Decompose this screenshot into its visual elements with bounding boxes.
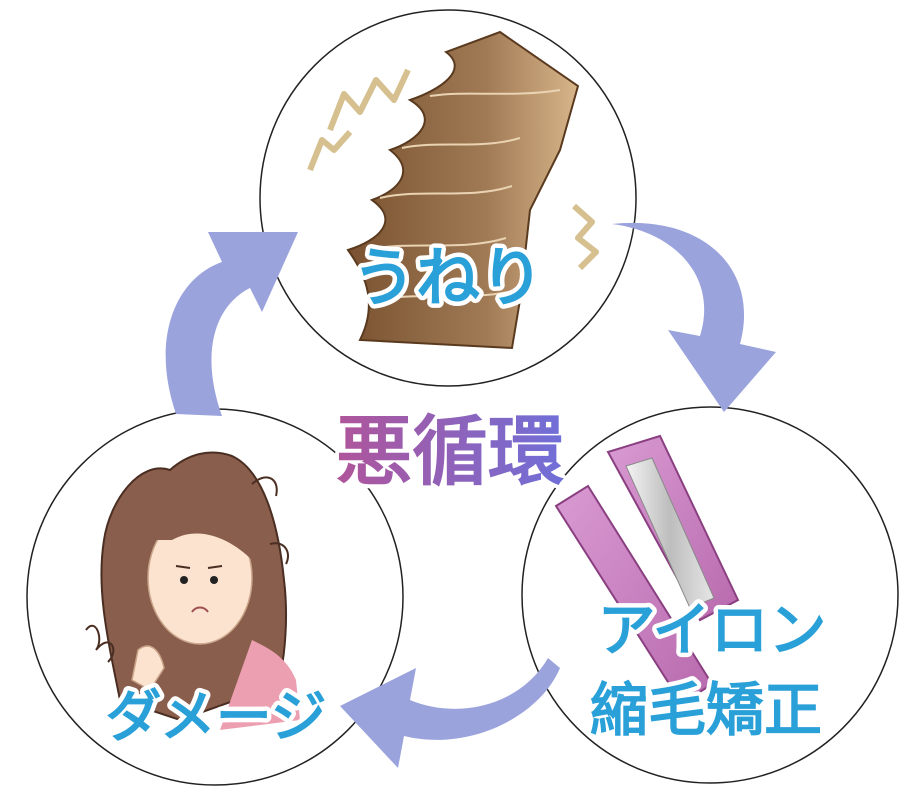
node-label-bottom-right-line-2: 縮毛矯正: [590, 676, 822, 744]
cycle-arrow-right-to-left: [340, 658, 560, 768]
cycle-center-label: 悪循環: [336, 407, 564, 496]
cycle-arrow-left-to-top: [165, 232, 298, 416]
node-label-bottom-right-line-1: アイロン: [597, 596, 826, 664]
hair-iron-icon: [554, 434, 740, 706]
frizzy-hair-icon: [307, 30, 599, 350]
node-label-bottom-left: ダメージ: [105, 685, 326, 750]
damaged-hair-woman-icon: [85, 451, 300, 730]
node-label-top: うねり: [352, 242, 544, 316]
cycle-arrow-top-to-right: [612, 222, 776, 412]
